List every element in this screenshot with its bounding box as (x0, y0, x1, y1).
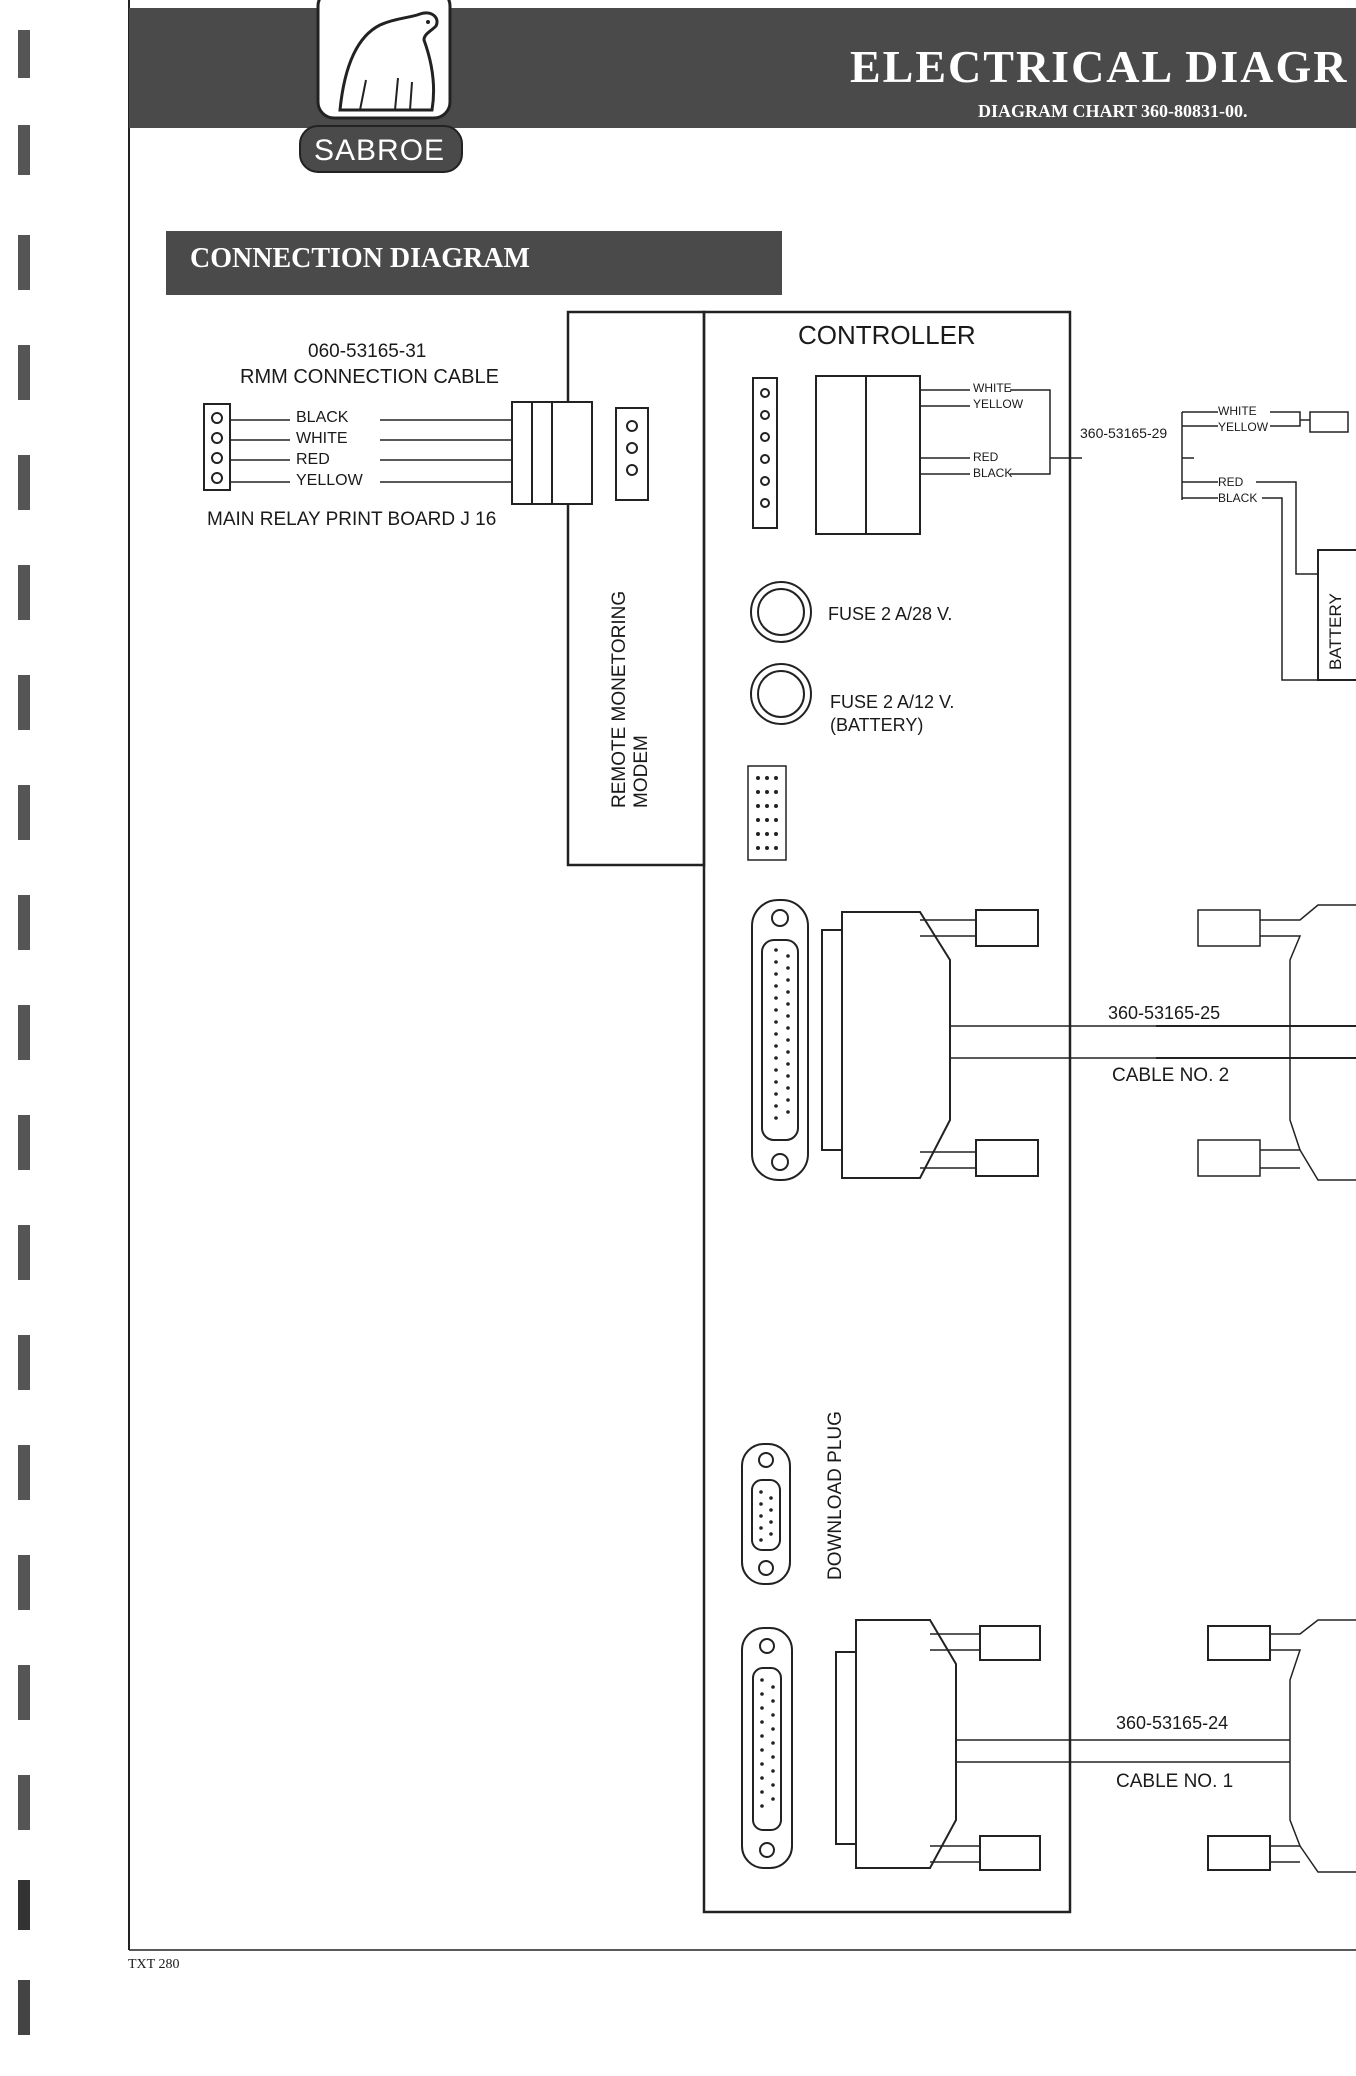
section-title-bar (166, 231, 782, 295)
cable1-wires (930, 1619, 1356, 1873)
header-subtitle: DIAGRAM CHART 360-80831-00. (978, 101, 1248, 121)
controller-wire-black: BLACK (973, 466, 1013, 480)
battery-wire-yellow: YELLOW (1218, 420, 1269, 434)
controller-wire-red: RED (973, 450, 999, 464)
rmm-wire-white: WHITE (296, 430, 348, 447)
pin-header (747, 765, 787, 861)
battery-cable-part-number: 360-53165-29 (1080, 425, 1168, 441)
cable1-name: CABLE NO. 1 (1116, 1771, 1234, 1792)
cable2-db-connector (751, 899, 1356, 1181)
cable1-db-connector (741, 1619, 1041, 1871)
battery-cable (1070, 411, 1356, 681)
modem-label-line1: REMOTE MONETORING (609, 590, 630, 808)
cable2-wires (920, 904, 1356, 1181)
binder-holes (18, 30, 30, 2035)
battery-wire-white: WHITE (1218, 404, 1257, 418)
controller-title: CONTROLLER (798, 320, 976, 350)
rmm-cable-name: RMM CONNECTION CABLE (240, 366, 499, 388)
sabroe-logo (299, 0, 463, 173)
cable2-name: CABLE NO. 2 (1112, 1065, 1230, 1086)
controller-wires (920, 389, 1070, 475)
cable2-part-number: 360-53165-25 (1108, 1003, 1221, 1023)
rmm-wire-black: BLACK (296, 409, 349, 426)
controller-box (702, 310, 1072, 1914)
fuses (750, 581, 812, 725)
controller-wire-white: WHITE (973, 381, 1012, 395)
controller-terminal-strip (752, 377, 778, 529)
header-title: ELECTRICAL DIAGR (850, 41, 1349, 92)
rmm-cable-part-number: 060-53165-31 (308, 341, 427, 362)
rmm-wire-yellow: YELLOW (296, 472, 363, 489)
fuse-12v-battery-note: (BATTERY) (830, 715, 924, 735)
battery-wire-red: RED (1218, 475, 1244, 489)
rmm-wires (230, 419, 512, 483)
cable2-db-pins (774, 948, 790, 1120)
fuse-28v-label: FUSE 2 A/28 V. (828, 604, 953, 624)
rmm-wire-red: RED (296, 451, 330, 468)
controller-relay-block (815, 375, 921, 535)
cable1-part-number: 360-53165-24 (1116, 1713, 1229, 1733)
main-relay-board-label: MAIN RELAY PRINT BOARD J 16 (207, 509, 497, 530)
modem-label-line2: MODEM (631, 735, 652, 808)
controller-wire-yellow: YELLOW (973, 397, 1024, 411)
download-plug-label: DOWNLOAD PLUG (825, 1411, 846, 1580)
rmm-left-connector (203, 403, 231, 491)
battery-wire-black: BLACK (1218, 491, 1258, 505)
brand-name: SABROE (314, 134, 446, 167)
battery-label: BATTERY (1326, 593, 1345, 670)
download-plug-connector (741, 1443, 791, 1585)
footer-code: TXT 280 (128, 1957, 180, 1972)
section-title: CONNECTION DIAGRAM (190, 243, 530, 274)
rmm-plug (511, 401, 649, 505)
battery-box (1317, 549, 1356, 681)
fuse-12v-label: FUSE 2 A/12 V. (830, 692, 955, 712)
cable1-db-pins (760, 1678, 775, 1808)
